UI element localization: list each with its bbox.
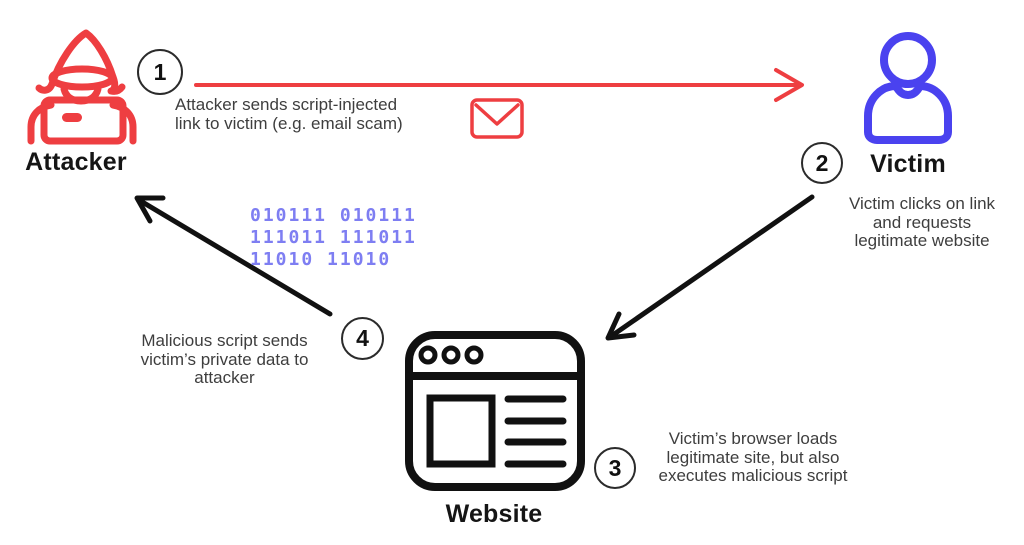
step4-circle: 4 (341, 317, 384, 360)
step4-number: 4 (356, 325, 369, 351)
envelope-icon (470, 98, 524, 139)
step2-number: 2 (815, 149, 829, 176)
victim-icon (864, 32, 952, 144)
binary-line: 11010 11010 (250, 249, 392, 270)
step1-number: 1 (153, 58, 167, 85)
step2-text: Victim clicks on link and requests legit… (848, 194, 996, 250)
step4-text: Malicious script sends victim’s private … (140, 331, 309, 387)
step2-circle: 2 (801, 142, 843, 184)
binary-line: 111011 111011 (250, 227, 417, 248)
attacker-icon (27, 29, 137, 145)
attacker-label: Attacker (25, 148, 127, 176)
binary-line: 010111 010111 (250, 205, 417, 226)
step1-circle: 1 (137, 49, 183, 95)
binary-data-text: 010111 010111 111011 111011 11010 11010 (250, 205, 417, 271)
step1-text: Attacker sends script-injected link to v… (175, 95, 403, 133)
website-icon (405, 331, 585, 491)
victim-label: Victim (870, 150, 946, 178)
website-label: Website (445, 500, 543, 528)
step3-text: Victim’s browser loads legitimate site, … (658, 429, 848, 485)
step3-circle: 3 (594, 447, 636, 489)
step2-arrow (605, 194, 815, 341)
step4-arrow (134, 195, 333, 317)
step3-number: 3 (608, 454, 622, 481)
step1-arrow (194, 68, 804, 102)
